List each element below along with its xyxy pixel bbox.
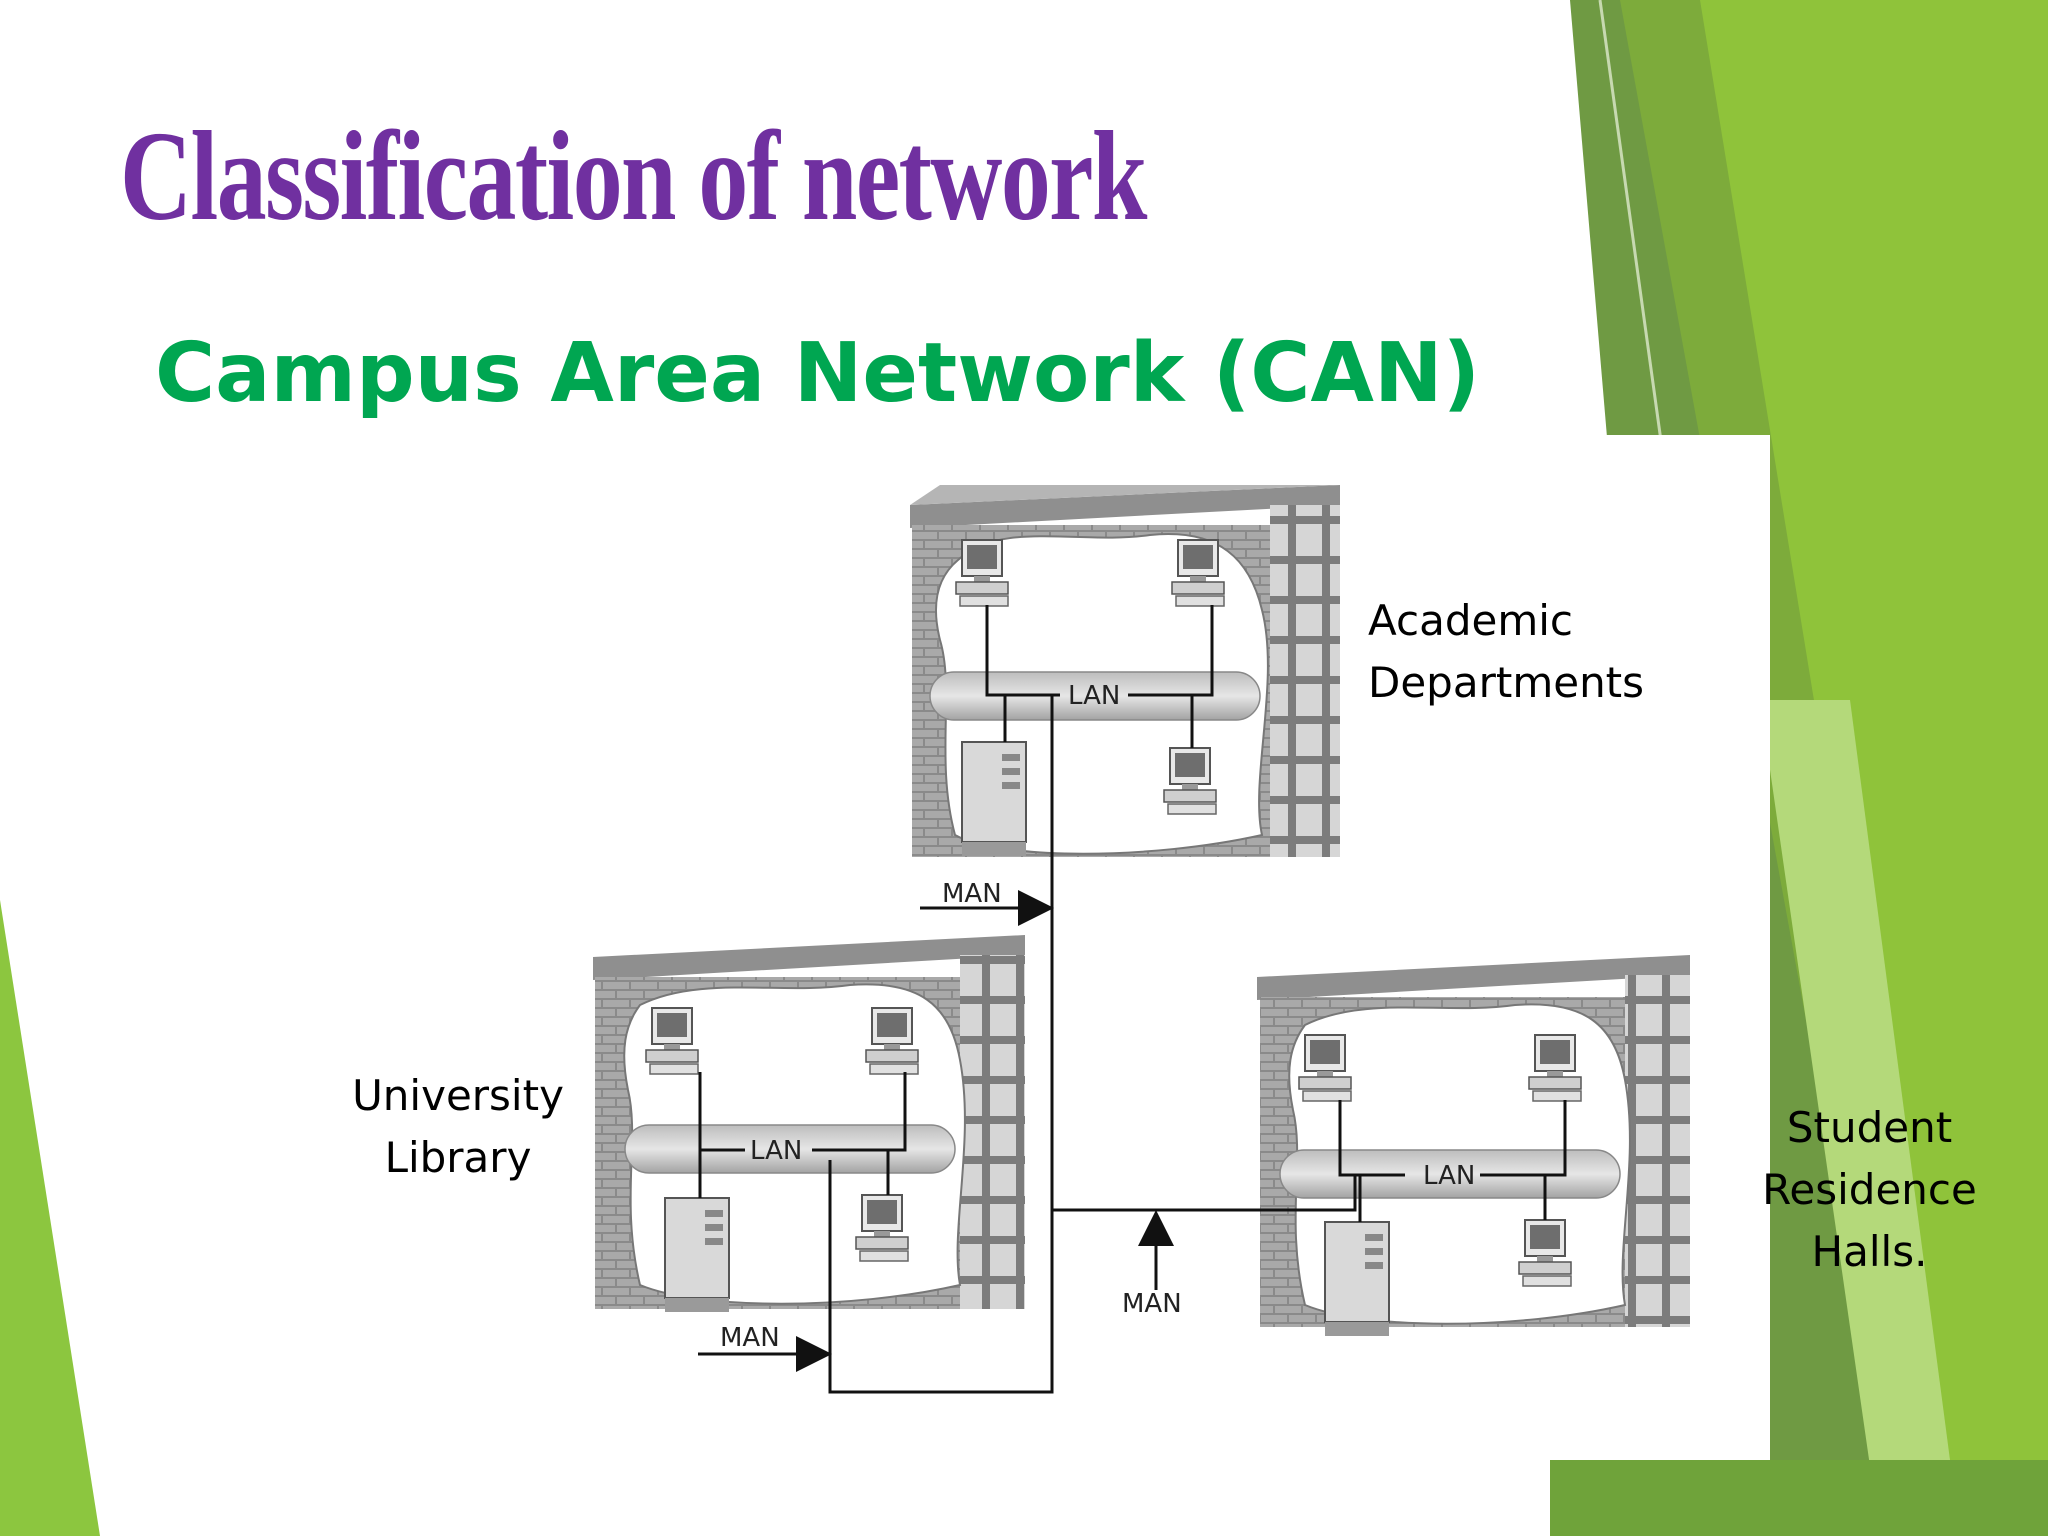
computer-icon (1171, 539, 1225, 607)
slide-title: Classification of network (120, 105, 1147, 247)
lan-pipe (929, 671, 1261, 721)
roof (593, 935, 1025, 980)
green-facet-bright (1700, 0, 2048, 1536)
lan-label: LAN (1068, 681, 1120, 711)
slide-subtitle: Campus Area Network (CAN) (155, 326, 1481, 421)
lan-wiring (698, 1072, 907, 1198)
caption-line: Halls. (1811, 1227, 1928, 1276)
caption-line: University (352, 1071, 564, 1120)
computer-icon (1298, 1034, 1352, 1102)
computer-icon (955, 539, 1009, 607)
roof (1257, 955, 1690, 1000)
building-library: LAN (593, 935, 1025, 1313)
facet-line (1598, 0, 1667, 471)
man-backbone: MAN MAN MAN (698, 695, 1357, 1394)
bottom-green-band (1550, 1460, 2048, 1536)
side-windows (960, 955, 1025, 1309)
caption-line: Library (384, 1133, 532, 1182)
server-icon (961, 741, 1027, 857)
building-academic: LAN (910, 485, 1340, 857)
green-facet-left (0, 900, 100, 1536)
computer-icon (1518, 1219, 1572, 1287)
side-windows (1270, 505, 1340, 857)
lan-wiring (985, 605, 1214, 748)
man-trunk-line (828, 695, 1054, 1394)
caption-line: Student (1786, 1103, 1953, 1152)
caption-line: Academic (1368, 596, 1573, 645)
computer-icon (1163, 747, 1217, 815)
caption-academic-departments: Academic Departments (1368, 590, 1644, 714)
man-label: MAN (942, 879, 1002, 909)
server-icon (664, 1197, 730, 1313)
man-label: MAN (720, 1323, 780, 1353)
roof-top (910, 485, 1340, 505)
lan-pipe (624, 1124, 956, 1174)
lan-label: LAN (1423, 1161, 1475, 1191)
computer-icon (855, 1194, 909, 1262)
side-windows (1625, 975, 1690, 1327)
caption-university-library: University Library (352, 1065, 564, 1189)
man-label: MAN (1122, 1289, 1182, 1319)
computer-icon (1528, 1034, 1582, 1102)
server-icon (1324, 1221, 1390, 1337)
computer-icon (865, 1007, 919, 1075)
computer-icon (645, 1007, 699, 1075)
lan-pipe (1279, 1149, 1621, 1199)
green-facet-light (1760, 700, 1960, 1536)
caption-line: Departments (1368, 658, 1645, 707)
lan-wiring (1338, 1100, 1567, 1222)
lan-label: LAN (750, 1136, 802, 1166)
caption-student-residence-halls: Student Residence Halls. (1762, 1097, 1977, 1283)
caption-line: Residence (1762, 1165, 1977, 1214)
roof (910, 485, 1340, 528)
building-residence: LAN (1257, 955, 1690, 1337)
